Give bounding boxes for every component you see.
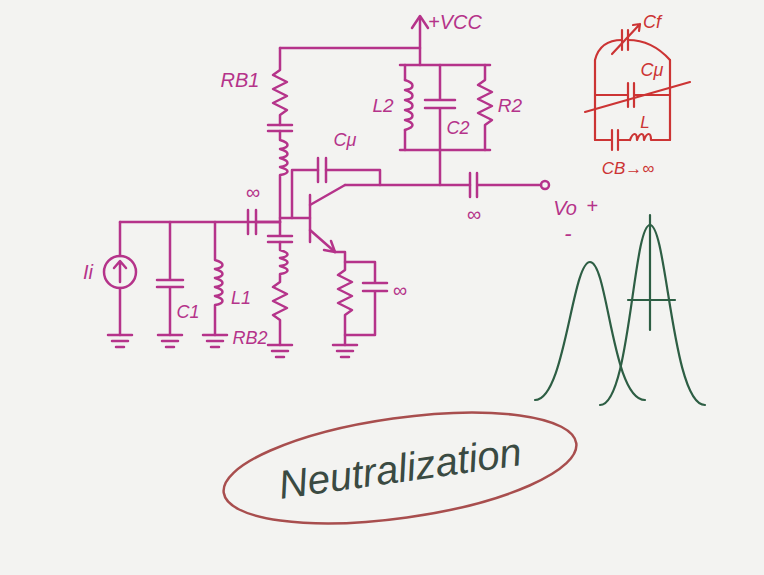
component-label: C2	[446, 119, 469, 137]
component-label: L1	[231, 289, 251, 307]
component-label: Cμ	[334, 131, 357, 149]
component-label: Cμ	[641, 61, 664, 79]
component-label: ∞	[467, 204, 481, 224]
component-label: Ii	[83, 262, 93, 282]
component-label: L2	[372, 96, 393, 115]
component-label: R2	[498, 96, 522, 115]
component-label: C1	[176, 303, 199, 321]
component-label: -	[564, 223, 571, 245]
component-label: CB→∞	[602, 160, 655, 177]
component-label: L	[640, 114, 649, 131]
topic-note: Neutralization	[276, 431, 524, 505]
component-label: ∞	[246, 182, 260, 202]
component-label: Vo	[553, 198, 577, 218]
component-label: +VCC	[428, 12, 482, 32]
component-label: RB2	[232, 329, 267, 347]
component-label: +	[586, 196, 598, 216]
component-label: Cf	[643, 13, 661, 31]
component-label: RB1	[221, 70, 260, 90]
component-label: ∞	[393, 280, 407, 300]
